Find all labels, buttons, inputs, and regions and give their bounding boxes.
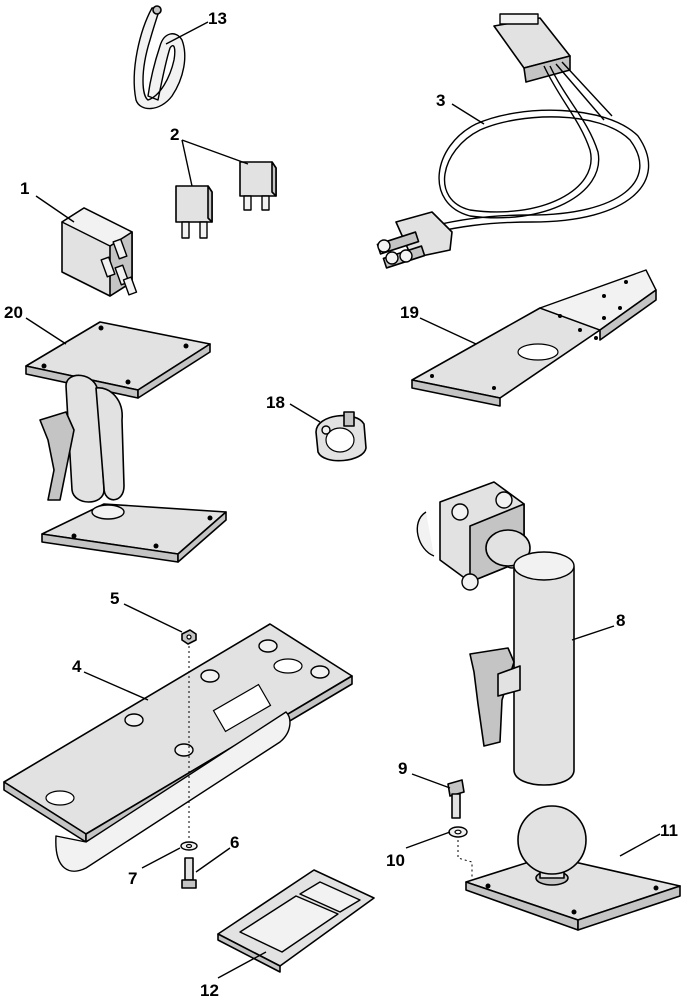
callout-7: 7 [128, 869, 137, 888]
part-12-memory-card [217, 869, 375, 973]
part-19-bracket [411, 269, 657, 407]
callout-8: 8 [616, 611, 625, 630]
callout-13: 13 [208, 9, 227, 28]
callout-1: 1 [20, 179, 29, 198]
callout-19: 19 [400, 303, 419, 322]
callout-6: 6 [230, 833, 239, 852]
part-20-ram-mount [25, 321, 227, 563]
part-11-ball-base [465, 805, 681, 931]
callout-18: 18 [266, 393, 285, 412]
leader-lines [25, 21, 661, 979]
part-7-washer [180, 841, 198, 851]
callout-11: 11 [660, 821, 678, 840]
part-5-nut [181, 629, 197, 645]
part-6-bolt [181, 857, 197, 889]
part-4-mount-plate [3, 623, 353, 872]
callout-12: 12 [200, 981, 219, 1000]
part-9-bolt [447, 779, 465, 819]
part-18-collar [315, 411, 367, 462]
callout-9: 9 [398, 759, 407, 778]
callout-20: 20 [4, 303, 23, 322]
callout-10: 10 [386, 851, 405, 870]
part-10-washer [448, 826, 468, 838]
part-13-cable-tie [133, 5, 186, 110]
part-2-fuses [175, 161, 277, 239]
callout-3: 3 [436, 91, 445, 110]
part-1-relay [61, 207, 138, 297]
part-8-ram-arm [416, 481, 575, 786]
callout-2: 2 [170, 125, 179, 144]
callout-5: 5 [110, 589, 119, 608]
callout-4: 4 [72, 657, 82, 676]
part-3-wire-harness [376, 13, 650, 269]
